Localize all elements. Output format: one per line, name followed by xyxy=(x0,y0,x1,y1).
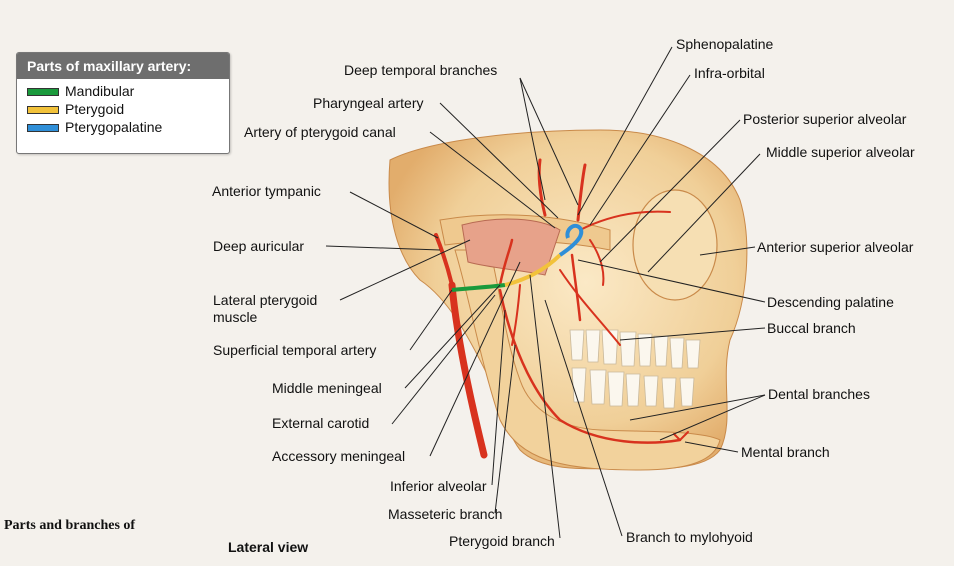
infra-orbital-artery xyxy=(579,210,671,231)
maxillary-artery-mandibular-part xyxy=(451,283,506,292)
label-masseteric: Masseteric branch xyxy=(388,506,503,522)
label-infra-orbital: Infra-orbital xyxy=(694,65,765,81)
orbit xyxy=(632,189,718,301)
teeth xyxy=(569,329,701,409)
legend: Parts of maxillary artery: Mandibular Pt… xyxy=(16,52,230,154)
legend-label: Pterygoid xyxy=(65,101,125,117)
legend-label: Mandibular xyxy=(65,83,135,99)
label-pterygoid-branch: Pterygoid branch xyxy=(449,533,555,549)
label-buccal: Buccal branch xyxy=(767,320,856,336)
label-lateral-pterygoid-muscle: muscle xyxy=(213,309,258,325)
legend-swatch-pterygopalatine xyxy=(27,124,59,132)
label-posterior-superior-alveolar: Posterior superior alveolar xyxy=(743,111,907,127)
label-external-carotid: External carotid xyxy=(272,415,370,431)
label-anterior-superior-alveolar: Anterior superior alveolar xyxy=(757,239,914,255)
buccal-artery xyxy=(559,269,621,346)
maxillary-artery-pterygopalatine-part xyxy=(558,223,584,257)
legend-item-mandibular: Mandibular xyxy=(17,83,229,101)
label-superficial-temporal: Superficial temporal artery xyxy=(213,342,377,358)
legend-item-pterygoid: Pterygoid xyxy=(17,101,229,119)
label-pterygoid-canal: Artery of pterygoid canal xyxy=(244,124,396,140)
legend-swatch-pterygoid xyxy=(27,106,59,114)
label-mylohyoid: Branch to mylohyoid xyxy=(626,529,753,545)
descending-palatine-artery xyxy=(570,253,582,322)
label-inferior-alveolar: Inferior alveolar xyxy=(390,478,487,494)
label-anterior-tympanic: Anterior tympanic xyxy=(212,183,321,199)
legend-item-pterygopalatine: Pterygopalatine xyxy=(17,119,229,137)
mandible xyxy=(454,249,721,471)
figure-caption: Parts and branches of xyxy=(4,518,136,533)
label-lateral-pterygoid: Lateral pterygoid xyxy=(213,292,318,308)
label-pharyngeal: Pharyngeal artery xyxy=(313,95,424,111)
leader-lines xyxy=(325,46,766,539)
mental-artery xyxy=(673,431,689,441)
external-carotid-artery xyxy=(448,281,488,459)
legend-label: Pterygopalatine xyxy=(65,119,163,135)
inferior-alveolar-artery xyxy=(498,288,682,444)
label-middle-meningeal: Middle meningeal xyxy=(272,380,382,396)
label-sphenopalatine: Sphenopalatine xyxy=(676,36,774,52)
legend-swatch-mandibular xyxy=(27,88,59,96)
view-label: Lateral view xyxy=(228,539,309,555)
label-descending-palatine: Descending palatine xyxy=(767,294,894,310)
label-accessory-meningeal: Accessory meningeal xyxy=(272,448,406,464)
label-deep-temporal: Deep temporal branches xyxy=(344,62,498,78)
posterior-superior-alveolar-artery xyxy=(589,239,605,286)
label-mental: Mental branch xyxy=(741,444,830,460)
middle-meningeal-artery xyxy=(498,238,514,287)
skull-bone xyxy=(388,129,748,470)
label-dental: Dental branches xyxy=(768,386,870,402)
label-middle-superior-alveolar: Middle superior alveolar xyxy=(766,144,915,160)
deep-temporal-artery-1 xyxy=(537,158,547,217)
label-deep-auricular: Deep auricular xyxy=(213,238,305,254)
masseteric-artery xyxy=(511,284,521,346)
legend-title: Parts of maxillary artery: xyxy=(17,53,229,79)
